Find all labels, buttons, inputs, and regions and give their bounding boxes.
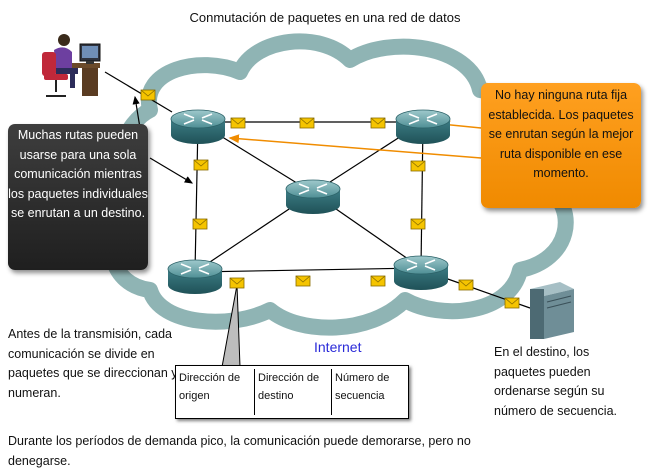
arrow-to-route — [228, 134, 482, 159]
callout-no-fixed-route: No hay ninguna ruta fija establecida. Lo… — [481, 83, 641, 208]
arrow-to-link — [132, 95, 141, 129]
envelope-icon — [299, 117, 315, 129]
server-icon — [530, 282, 574, 339]
field-source-address: Dirección de origen — [179, 372, 241, 402]
router-icon — [395, 109, 451, 145]
internet-cloud — [104, 33, 574, 336]
packet-header-table: Dirección de origen Dirección de destino… — [175, 365, 409, 419]
internet-label: Internet — [314, 339, 362, 355]
envelope-icon — [504, 297, 520, 309]
envelope-icon — [140, 89, 156, 101]
envelope-icon — [229, 277, 245, 289]
envelope-icon — [295, 275, 311, 287]
note-before-transmission: Antes de la transmisión, cada comunicaci… — [8, 327, 178, 400]
note-peak-demand: Durante los períodos de demanda pico, la… — [8, 434, 471, 468]
field-sequence-number: Número de secuencia — [331, 369, 408, 415]
router-icon — [170, 109, 226, 145]
callout-multiple-routes: Muchas rutas pueden usarse para una sola… — [8, 124, 148, 270]
envelope-icon — [410, 218, 426, 230]
envelope-icon — [370, 275, 386, 287]
envelope-icon — [458, 279, 474, 291]
workstation-icon — [42, 34, 101, 97]
arrow-to-path — [149, 157, 194, 184]
envelope-icon — [410, 160, 426, 172]
envelope-icon — [192, 218, 208, 230]
field-destination-address: Dirección de destino — [254, 369, 331, 415]
envelope-icon — [230, 117, 246, 129]
envelope-icon — [370, 117, 386, 129]
router-icon — [285, 179, 341, 215]
envelope-icon — [193, 159, 209, 171]
router-icon — [167, 259, 223, 295]
diagram-title: Conmutación de paquetes en una red de da… — [189, 10, 461, 25]
note-destination: En el destino, los paquetes pueden orden… — [494, 345, 617, 418]
router-icon — [393, 255, 449, 291]
